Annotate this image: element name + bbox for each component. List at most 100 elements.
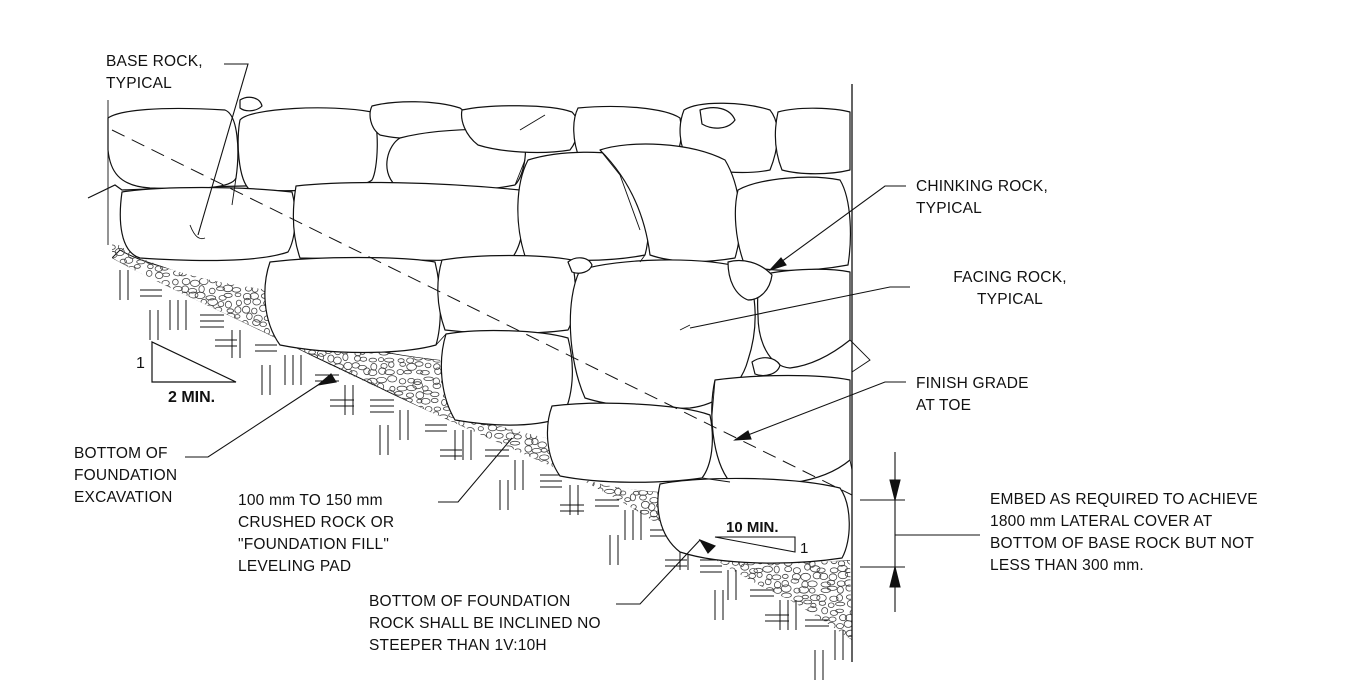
pebble <box>160 428 168 434</box>
pebble <box>151 544 160 552</box>
pebble <box>394 515 405 523</box>
pebble <box>136 620 143 626</box>
pebble <box>142 376 151 384</box>
pebble <box>142 298 153 304</box>
pebble <box>341 468 350 477</box>
pebble <box>117 384 126 391</box>
pebble <box>308 368 315 376</box>
pebble <box>112 530 119 538</box>
pebble <box>781 592 792 598</box>
pebble <box>707 620 719 629</box>
pebble <box>420 462 431 468</box>
pebble <box>338 460 350 469</box>
pebble <box>199 477 209 483</box>
pebble <box>523 452 531 459</box>
pebble <box>785 643 792 649</box>
pebble <box>397 473 408 479</box>
pebble <box>729 621 739 627</box>
pebble <box>684 587 693 596</box>
pebble <box>252 461 259 470</box>
pebble <box>286 354 294 361</box>
pebble <box>658 614 665 620</box>
pebble <box>458 510 467 517</box>
pebble <box>334 592 341 600</box>
pebble <box>505 581 514 589</box>
pebble <box>740 571 749 578</box>
pebble <box>372 460 380 467</box>
pebble <box>190 572 199 580</box>
pebble <box>557 509 566 515</box>
pebble <box>198 591 207 600</box>
pebble <box>115 298 123 307</box>
pebble <box>272 637 280 640</box>
pebble <box>701 601 708 608</box>
pebble <box>743 594 755 600</box>
pebble <box>299 577 306 585</box>
pebble <box>505 432 515 440</box>
pebble <box>694 601 705 610</box>
label-bottom-foundation-rock: BOTTOM OF FOUNDATION ROCK SHALL BE INCLI… <box>369 593 601 654</box>
pebble <box>240 482 251 488</box>
pebble <box>190 279 200 287</box>
pebble <box>249 404 260 412</box>
pebble <box>837 560 846 567</box>
pebble <box>136 307 146 315</box>
pebble <box>379 469 390 475</box>
rock <box>460 105 579 154</box>
pebble <box>506 453 513 461</box>
pebble <box>206 593 217 599</box>
pebble <box>227 470 235 476</box>
pebble <box>537 522 547 529</box>
pebble <box>633 594 640 603</box>
pebble <box>495 543 504 550</box>
pebble <box>457 453 466 460</box>
pebble <box>119 321 128 326</box>
pebble <box>124 573 136 582</box>
pebble <box>131 384 143 391</box>
pebble <box>534 525 541 531</box>
pebble <box>548 546 557 554</box>
pebble <box>415 530 426 539</box>
pebble <box>443 502 451 508</box>
pebble <box>569 522 576 530</box>
pebble <box>361 425 368 432</box>
pebble <box>366 400 378 406</box>
pebble <box>352 588 361 596</box>
pebble <box>484 483 493 490</box>
pebble <box>434 452 441 458</box>
pebble <box>291 425 298 433</box>
pebble <box>198 532 209 538</box>
pebble <box>136 273 144 281</box>
pebble <box>153 332 161 340</box>
pebble <box>461 474 469 481</box>
pebble <box>829 363 839 371</box>
pebble <box>439 445 451 452</box>
pebble <box>124 256 134 264</box>
pebble <box>251 364 262 372</box>
pebble <box>298 431 307 439</box>
pebble <box>179 426 189 434</box>
pebble <box>406 559 417 566</box>
pebble <box>198 445 209 452</box>
pebble <box>153 383 164 391</box>
pebble <box>233 417 241 425</box>
pebble <box>187 644 196 649</box>
pebble <box>214 306 223 313</box>
pebble <box>398 546 407 554</box>
pebble <box>162 586 173 594</box>
pebble <box>188 509 200 515</box>
pebble <box>550 508 556 515</box>
pebble <box>253 439 263 446</box>
pebble <box>197 542 207 551</box>
pebble <box>601 600 612 606</box>
pebble <box>501 560 512 567</box>
pebble <box>116 609 127 617</box>
pebble <box>152 300 161 308</box>
pebble <box>691 643 699 649</box>
pebble <box>232 622 240 630</box>
pebble <box>398 494 406 501</box>
pebble <box>243 328 253 334</box>
pebble <box>486 447 493 454</box>
pebble <box>340 451 351 460</box>
pebble <box>378 411 389 418</box>
